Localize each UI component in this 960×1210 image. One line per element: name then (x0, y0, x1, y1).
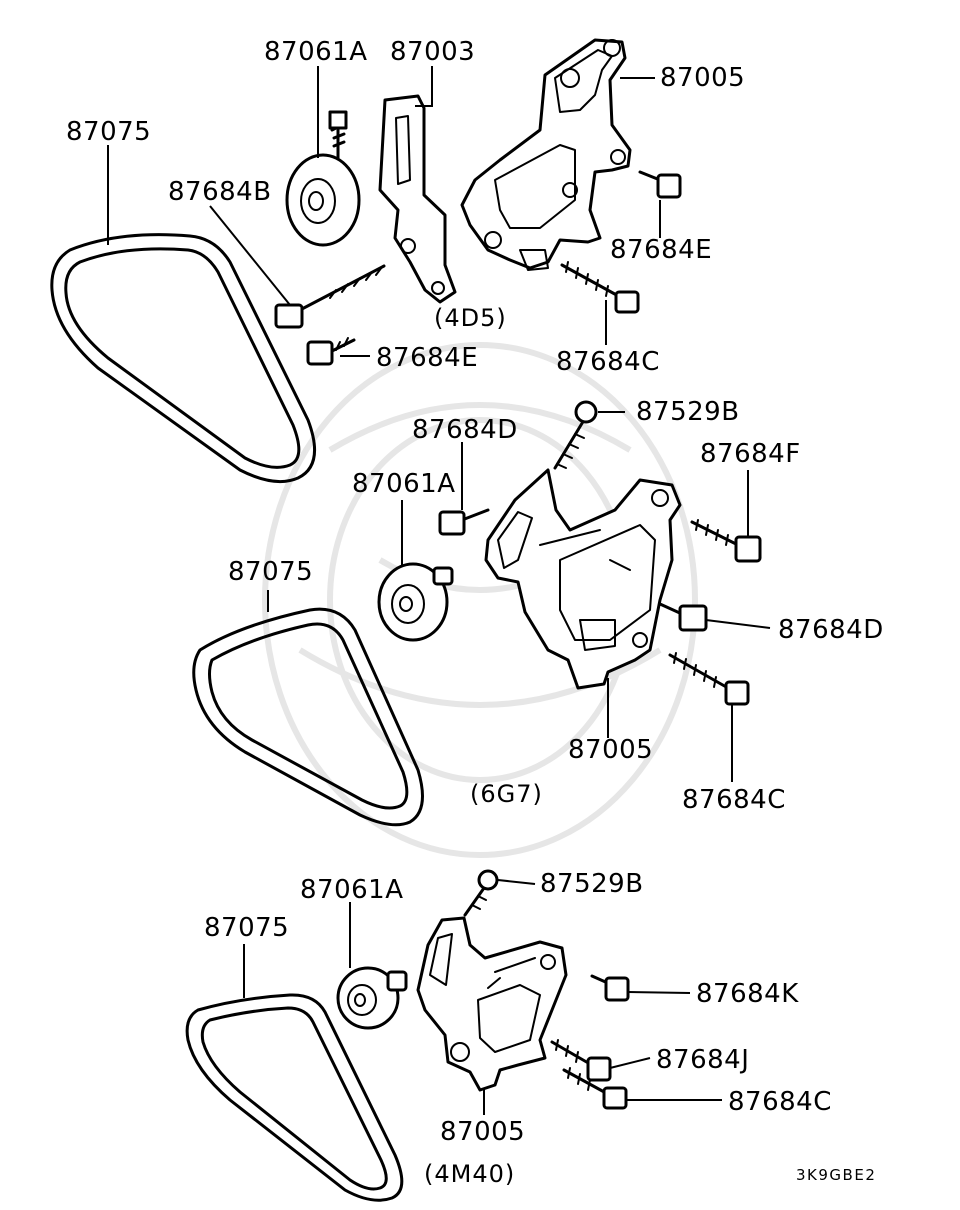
label-bolt-d-top-6g7: 87684D (412, 415, 518, 445)
label-bolt-e-left-4d5: 87684E (376, 343, 478, 373)
mount-bracket (484, 468, 682, 690)
label-bolt-529b-6g7: 87529B (636, 397, 740, 427)
drive-belt (50, 233, 316, 484)
label-bolt-e-right-4d5: 87684E (610, 235, 712, 265)
bolt-87684c (560, 261, 640, 314)
bolt-87684c-4m40 (562, 1067, 628, 1110)
idler-pulley (285, 110, 361, 247)
label-mount-bracket-4m40: 87005 (440, 1117, 525, 1147)
group-4m40: 87529B 87061A 87075 87684K 87684J 87684C… (185, 869, 832, 1202)
diagram-code: 3K9GBE2 (796, 1166, 876, 1184)
leader-lines-4d5 (107, 66, 661, 357)
bolt-87684b (274, 264, 386, 329)
bolt-87684e-left (306, 337, 356, 366)
group-4d5: 87075 87061A 87003 87005 87684B 87684E 8… (50, 37, 745, 484)
label-bracket-4d5: 87003 (390, 37, 475, 67)
label-belt-4m40: 87075 (204, 913, 289, 943)
bolt-87684c-6g7 (668, 652, 750, 706)
tension-bracket (378, 94, 457, 304)
idler-pulley (336, 966, 408, 1030)
bolt-87684f (690, 519, 762, 563)
bolt-87684j (550, 1039, 612, 1082)
engine-label-4d5: (4D5) (434, 304, 507, 332)
label-bolt-d-right-6g7: 87684D (778, 615, 884, 645)
label-belt-6g7: 87075 (228, 557, 313, 587)
bolt-87529b-6g7 (553, 400, 598, 470)
label-bolt-f-6g7: 87684F (700, 439, 801, 469)
group-6g7: 87684D 87529B 87684F 87061A 87075 87684D… (192, 397, 884, 827)
idler-pulley (377, 562, 454, 642)
drive-belt (192, 607, 424, 827)
label-belt-4d5: 87075 (66, 117, 151, 147)
bolt-87684k (590, 974, 630, 1002)
label-bolt-k-4m40: 87684K (696, 979, 799, 1009)
label-mount-bracket-6g7: 87005 (568, 735, 653, 765)
mount-bracket (416, 916, 568, 1092)
label-pulley-4m40: 87061A (300, 875, 404, 905)
bolt-87529b-4m40 (463, 869, 499, 917)
label-bolt-c-6g7: 87684C (682, 785, 786, 815)
label-bolt-529b-4m40: 87529B (540, 869, 644, 899)
leader-lines-4m40 (243, 879, 722, 1115)
label-mount-bracket-4d5: 87005 (660, 63, 745, 93)
label-bolt-c-4m40: 87684C (728, 1087, 832, 1117)
bolt-87684d-right (658, 602, 708, 632)
engine-label-6g7: (6G7) (470, 780, 543, 808)
bolt-87684d-top (438, 508, 490, 536)
label-bolt-b-4d5: 87684B (168, 177, 272, 207)
bolt-87684e-right (638, 170, 682, 199)
label-bolt-j-4m40: 87684J (656, 1045, 749, 1075)
leader-lines-6g7 (267, 411, 771, 782)
label-pulley-6g7: 87061A (352, 469, 456, 499)
drive-belt (185, 993, 404, 1202)
mount-bracket (460, 38, 632, 271)
label-pulley-4d5: 87061A (264, 37, 368, 67)
engine-label-4m40: (4M40) (424, 1160, 515, 1188)
label-bolt-c-4d5: 87684C (556, 347, 660, 377)
